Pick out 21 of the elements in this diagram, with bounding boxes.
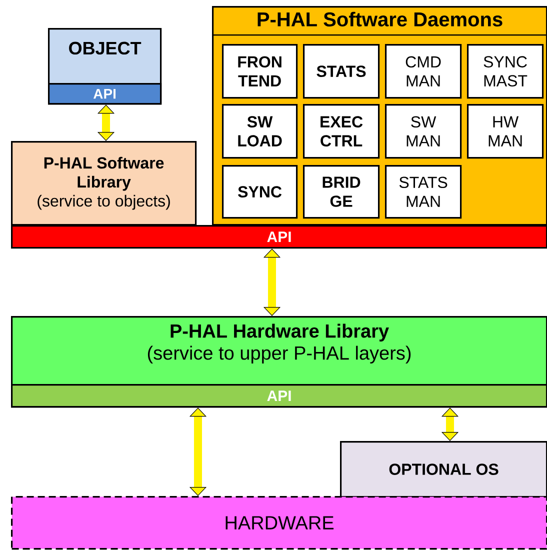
- daemon-box: STATS: [303, 44, 380, 99]
- api-band: API: [48, 83, 162, 105]
- double-arrow: [441, 408, 459, 441]
- double-arrow: [97, 104, 115, 141]
- daemon-box: SW LOAD: [222, 104, 298, 159]
- daemon-box: SYNC: [222, 165, 298, 219]
- daemon-box: SW MAN: [385, 104, 462, 159]
- os-box: OPTIONAL OS: [340, 441, 547, 498]
- daemon-box: HW MAN: [467, 104, 544, 159]
- api-bar: API: [11, 225, 547, 249]
- daemon-box: BRID GE: [303, 165, 380, 219]
- library-box: P-HAL Software Library (service to objects): [11, 141, 197, 226]
- double-arrow: [189, 408, 207, 496]
- daemon-box: SYNC MAST: [467, 44, 544, 99]
- hardware-box: HARDWARE: [11, 496, 547, 550]
- daemon-box: STATS MAN: [385, 165, 462, 219]
- daemon-box: EXEC CTRL: [303, 104, 380, 159]
- double-arrow: [263, 248, 281, 316]
- daemon-box: CMD MAN: [385, 44, 462, 99]
- api-bar: API: [11, 384, 547, 408]
- daemon-box: FRON TEND: [222, 44, 298, 99]
